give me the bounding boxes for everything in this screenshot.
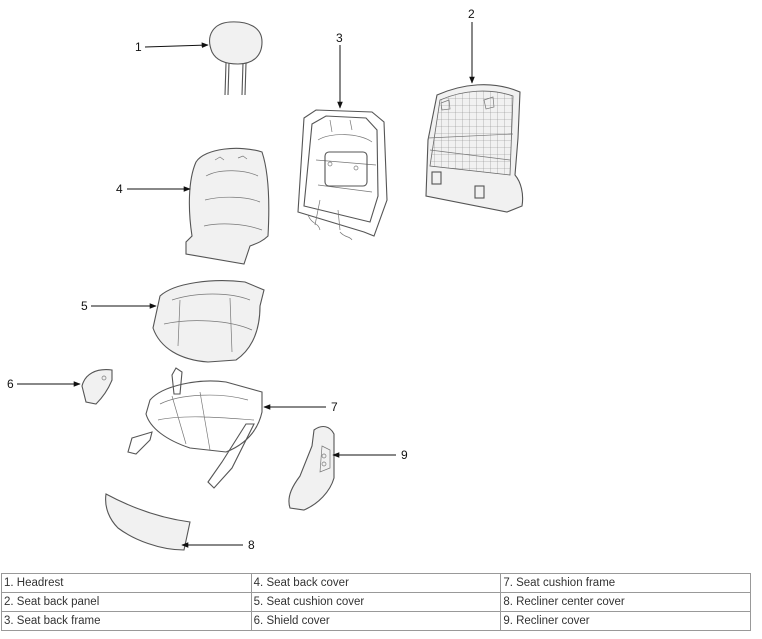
recliner-center-cover-icon <box>105 493 191 551</box>
callout-6: 6 <box>7 377 14 391</box>
legend-item-headrest: 1. Headrest <box>1 573 252 593</box>
callout-8: 8 <box>248 538 255 552</box>
seat-cushion-cover-icon <box>152 280 265 363</box>
seat-back-cover-icon <box>185 147 270 265</box>
callout-5: 5 <box>81 299 88 313</box>
exploded-seat-diagram: 1 2 3 4 5 6 7 8 9 <box>7 7 524 552</box>
seat-cushion-frame-icon <box>127 367 263 489</box>
legend-item-recliner-center-cover: 8. Recliner center cover <box>500 592 751 612</box>
headrest-icon <box>209 21 263 96</box>
callout-1: 1 <box>135 40 142 54</box>
legend-item-seat-back-frame: 3. Seat back frame <box>1 611 252 631</box>
callout-3: 3 <box>336 31 343 45</box>
callout-7: 7 <box>331 400 338 414</box>
legend-item-seat-cushion-frame: 7. Seat cushion frame <box>500 573 751 593</box>
legend-item-seat-cushion-cover: 5. Seat cushion cover <box>250 592 502 612</box>
legend-item-seat-back-panel: 2. Seat back panel <box>1 592 252 612</box>
legend-item-shield-cover: 6. Shield cover <box>250 611 502 631</box>
shield-cover-icon <box>81 369 113 405</box>
recliner-cover-icon <box>288 425 335 511</box>
seat-back-frame-icon <box>297 109 388 241</box>
legend-row: 2. Seat back panel 5. Seat cushion cover… <box>1 592 751 612</box>
callout-2: 2 <box>468 7 475 21</box>
callout-9: 9 <box>401 448 408 462</box>
seat-back-panel-icon <box>425 84 524 213</box>
callout-4: 4 <box>116 182 123 196</box>
legend-item-recliner-cover: 9. Recliner cover <box>500 611 751 631</box>
legend-row: 3. Seat back frame 6. Shield cover 9. Re… <box>1 611 751 631</box>
legend-item-seat-back-cover: 4. Seat back cover <box>250 573 502 593</box>
legend-row: 1. Headrest 4. Seat back cover 7. Seat c… <box>1 573 751 593</box>
parts-legend-table: 1. Headrest 4. Seat back cover 7. Seat c… <box>1 573 751 631</box>
